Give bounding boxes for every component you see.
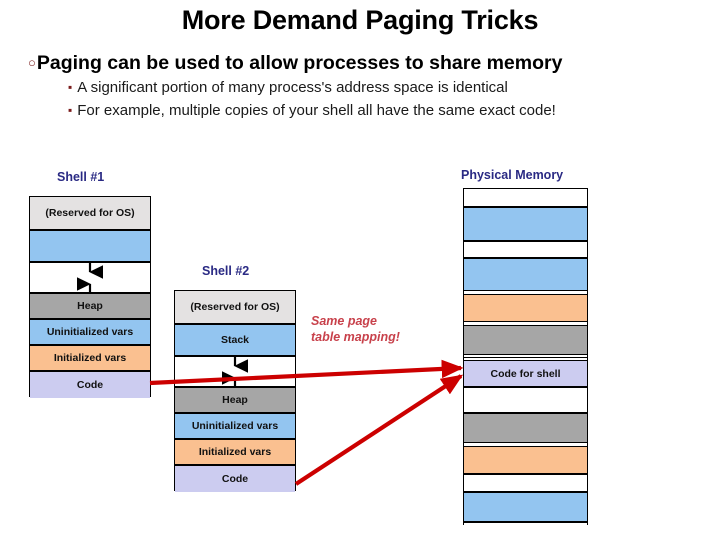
physical-frame-used bbox=[464, 325, 587, 355]
bullet-text: Paging can be used to allow processes to… bbox=[36, 52, 563, 74]
shell2-segment-initialized: Initialized vars bbox=[175, 439, 295, 465]
physical-frame-used bbox=[464, 207, 587, 241]
bullet-square-icon: ▪ bbox=[68, 80, 73, 94]
physical-frame-used bbox=[464, 413, 587, 443]
physical-memory-heading: Physical Memory bbox=[461, 168, 564, 182]
annotation-line-1: Same page bbox=[311, 314, 378, 328]
physical-frame-free bbox=[464, 522, 587, 526]
shell1-address-space: (Reserved for OS) Heap Uninitialized var… bbox=[29, 196, 151, 398]
bullet-text: A significant portion of many process's … bbox=[77, 79, 508, 96]
physical-frame-free bbox=[464, 474, 587, 492]
physical-memory-column: Code for shell bbox=[463, 188, 588, 526]
bullet-text: For example, multiple copies of your she… bbox=[77, 102, 556, 119]
physical-frame-used bbox=[464, 492, 587, 522]
shell2-address-space: (Reserved for OS) Stack Heap Uninitializ… bbox=[174, 290, 296, 492]
shell2-segment-code: Code bbox=[175, 465, 295, 492]
bullet-list: ○ Paging can be used to allow processes … bbox=[28, 50, 708, 122]
bullet-level2: ▪ For example, multiple copies of your s… bbox=[68, 99, 708, 122]
shell1-segment-stack bbox=[30, 230, 150, 262]
bullet-circle-icon: ○ bbox=[28, 55, 36, 70]
bullet-level1: ○ Paging can be used to allow processes … bbox=[28, 50, 708, 76]
shell1-segment-uninitialized: Uninitialized vars bbox=[30, 319, 150, 345]
shell2-heading: Shell #2 bbox=[202, 264, 250, 278]
bullet-square-icon: ▪ bbox=[68, 103, 73, 117]
shell2-segment-uninitialized: Uninitialized vars bbox=[175, 413, 295, 439]
page-title: More Demand Paging Tricks bbox=[181, 5, 539, 35]
physical-frame-free bbox=[464, 387, 587, 413]
physical-frame-code-for-shell: Code for shell bbox=[464, 360, 587, 387]
shell2-segment-heap: Heap bbox=[175, 387, 295, 413]
shell2-segment-stack: Stack bbox=[175, 324, 295, 356]
shell1-segment-heap: Heap bbox=[30, 293, 150, 319]
shell2-segment-reserved: (Reserved for OS) bbox=[175, 291, 295, 324]
shell1-segment-code: Code bbox=[30, 371, 150, 398]
mapping-arrow-shell2-code bbox=[294, 374, 464, 486]
shell2-segment-gap bbox=[175, 356, 295, 387]
shell1-segment-gap bbox=[30, 262, 150, 293]
physical-frame-free bbox=[464, 189, 587, 207]
same-page-table-mapping-annotation: Same page table mapping! bbox=[311, 313, 400, 345]
shell1-segment-reserved: (Reserved for OS) bbox=[30, 197, 150, 230]
annotation-line-2: table mapping! bbox=[311, 330, 400, 344]
shell1-heading: Shell #1 bbox=[57, 170, 105, 184]
physical-frame-used bbox=[464, 446, 587, 474]
bullet-level2: ▪ A significant portion of many process'… bbox=[68, 76, 708, 99]
physical-frame-used bbox=[464, 258, 587, 291]
physical-frame-free bbox=[464, 241, 587, 258]
physical-frame-used bbox=[464, 294, 587, 322]
shell1-segment-initialized: Initialized vars bbox=[30, 345, 150, 371]
